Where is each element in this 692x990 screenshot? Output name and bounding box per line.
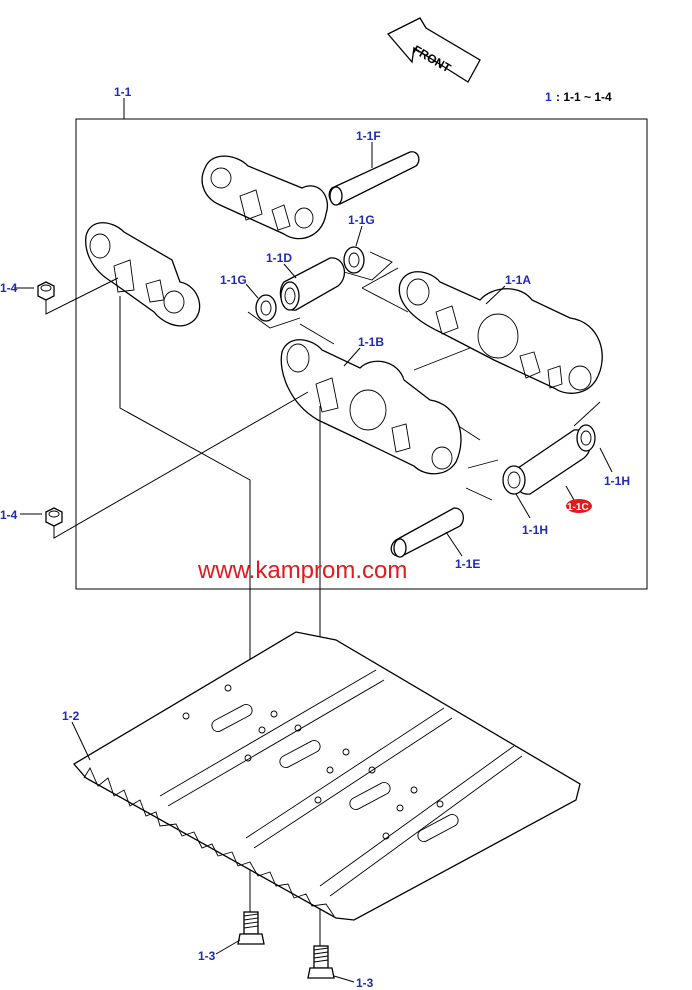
highlight-1-1C — [566, 499, 592, 513]
label-1-1F: 1-1F — [356, 129, 381, 143]
label-1-1: 1-1 — [114, 85, 132, 99]
front-arrow-icon: FRONT — [386, 17, 481, 83]
label-1-1H-right: 1-1H — [604, 474, 630, 488]
bushing-1-1D — [279, 257, 346, 311]
nut-1-4-top — [37, 281, 55, 301]
set-note-range: : 1-1 ~ 1-4 — [556, 90, 612, 104]
label-1-4-bottom: 1-4 — [0, 508, 18, 522]
label-1-1D: 1-1D — [266, 251, 292, 265]
label-1-1E: 1-1E — [455, 557, 480, 571]
seal-1-1G-left — [247, 294, 301, 329]
label-1-1H-bottom: 1-1H — [522, 523, 548, 537]
set-note-prefix: 1 — [545, 90, 552, 104]
label-1-3-right: 1-3 — [356, 976, 374, 990]
label-1-1A: 1-1A — [505, 273, 531, 287]
track-link-1-1B — [280, 339, 462, 475]
label-1-1C: 1-1C — [567, 502, 589, 513]
label-1-4-top: 1-4 — [0, 281, 18, 295]
bolt-1-3-right — [307, 945, 335, 979]
pin-1-1E — [390, 507, 465, 558]
seal-1-1G-top — [343, 246, 393, 281]
watermark: www.kamprom.com — [197, 557, 407, 584]
pin-1-1F — [328, 151, 420, 206]
bolt-1-3-left — [237, 911, 265, 945]
nut-1-4-bottom — [45, 507, 63, 527]
label-1-1G-top: 1-1G — [348, 213, 375, 227]
track-link-left — [85, 222, 201, 327]
track-shoe-1-2 — [73, 631, 581, 921]
label-1-2: 1-2 — [62, 709, 80, 723]
link-assembly-frame — [75, 118, 648, 590]
track-link-1-1A — [398, 271, 603, 394]
label-1-3-left: 1-3 — [198, 949, 216, 963]
track-link-top — [201, 155, 328, 240]
label-1-1G-left: 1-1G — [220, 273, 247, 287]
label-1-1B: 1-1B — [358, 335, 384, 349]
bushing-1-1C — [502, 424, 596, 495]
